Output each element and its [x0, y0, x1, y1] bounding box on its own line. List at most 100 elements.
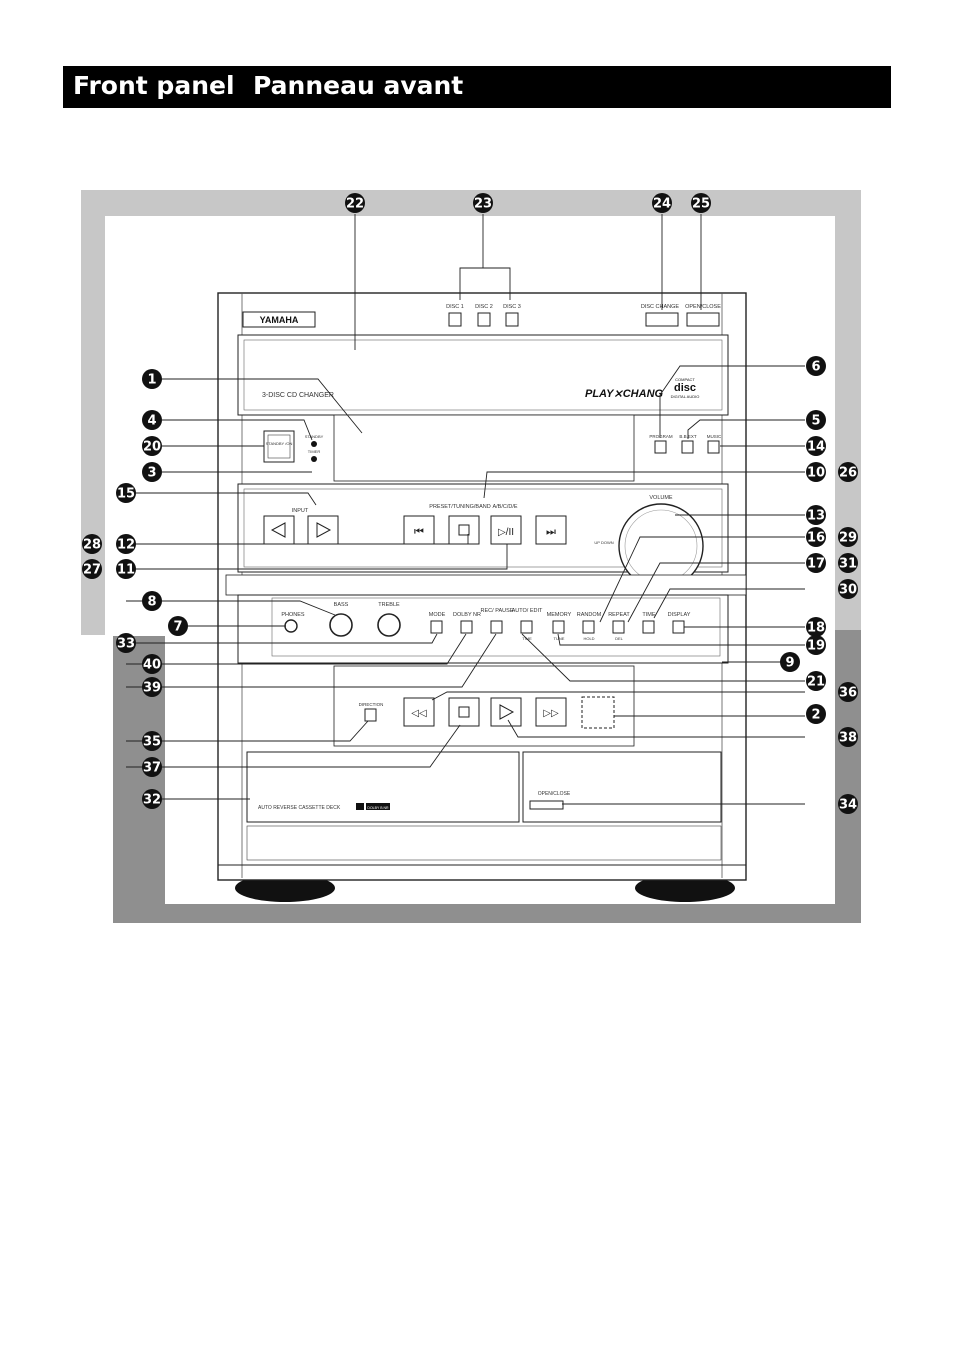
bass-knob[interactable]	[329, 613, 353, 637]
playxchange-logo: PLAY⨯CHANG	[585, 388, 664, 400]
callout-16: 16	[806, 527, 826, 547]
random-label: RANDOM	[577, 612, 602, 618]
callout-29: 29	[838, 527, 858, 547]
time-button[interactable]	[642, 620, 655, 634]
display-button[interactable]	[672, 620, 685, 634]
svg-text:23: 23	[474, 197, 492, 212]
volume-label: VOLUME	[649, 495, 673, 501]
cassette-play-button[interactable]	[490, 697, 522, 727]
hold-sub-label: HOLD	[583, 636, 594, 641]
input-right-button[interactable]	[307, 515, 339, 545]
callout-26: 26	[838, 462, 858, 482]
standby-on-label: STANDBY /ON	[266, 441, 293, 446]
callout-35: 35	[142, 731, 162, 751]
music-label: MUSIC	[707, 434, 722, 439]
play-pause-button[interactable]	[490, 515, 522, 545]
svg-text:9: 9	[785, 656, 794, 671]
program-button[interactable]	[654, 440, 667, 454]
svg-text:2: 2	[811, 708, 820, 723]
stop-icon	[458, 524, 470, 536]
direction-button[interactable]	[364, 708, 377, 722]
svg-text:6: 6	[811, 360, 820, 375]
cassette-stop-button[interactable]	[448, 697, 480, 727]
svg-text:21: 21	[807, 675, 825, 690]
callout-30: 30	[838, 579, 858, 599]
callout-28: 28	[82, 534, 102, 554]
svg-text:37: 37	[143, 761, 161, 776]
stop-button[interactable]	[448, 515, 480, 545]
timer-label: TIMER	[308, 449, 321, 454]
play-pause-icon: ▷/II	[498, 527, 514, 538]
disc-1-label: DISC 1	[446, 304, 464, 310]
svg-text:33: 33	[117, 637, 135, 652]
callout-34: 34	[838, 794, 858, 814]
callout-15: 15	[116, 483, 136, 503]
open-close-button[interactable]	[686, 312, 720, 327]
mode-label: MODE	[429, 612, 446, 618]
callout-18: 18	[806, 617, 826, 637]
callout-1: 1	[142, 369, 162, 389]
callout-6: 6	[806, 356, 826, 376]
auto-edit-label: AUTO/ EDIT	[512, 608, 543, 614]
callout-24: 24	[652, 193, 672, 213]
callout-12: 12	[116, 534, 136, 554]
callout-4: 4	[142, 410, 162, 430]
input-label: INPUT	[292, 508, 309, 514]
svg-text:36: 36	[839, 686, 857, 701]
abcde-label: A/B/C/D/E	[492, 504, 517, 510]
title-french: Panneau avant	[253, 71, 464, 100]
preset-tuning-band-label: PRESET/TUNING/BAND	[429, 504, 490, 510]
mode-button[interactable]	[430, 620, 443, 634]
disc-2-label: DISC 2	[475, 304, 493, 310]
treble-knob[interactable]	[377, 613, 401, 637]
disc-change-button[interactable]	[645, 312, 679, 327]
callout-5: 5	[806, 410, 826, 430]
callout-9: 9	[780, 652, 800, 672]
callout-39: 39	[142, 677, 162, 697]
input-left-button[interactable]	[263, 515, 295, 545]
phones-jack[interactable]	[284, 619, 298, 633]
standby-indicator	[311, 441, 317, 447]
skip-forward-button[interactable]	[535, 515, 567, 545]
rec-pause-button[interactable]	[490, 620, 503, 634]
svg-text:disc: disc	[674, 382, 696, 394]
random-button[interactable]	[582, 620, 595, 634]
auto-edit-button[interactable]	[520, 620, 533, 634]
phones-label: PHONES	[281, 612, 305, 618]
svg-text:34: 34	[839, 798, 857, 813]
rewind-button[interactable]	[403, 697, 435, 727]
disc-2-button[interactable]	[477, 312, 491, 327]
svg-text:19: 19	[807, 639, 825, 654]
standby-label: STANDBY	[305, 434, 324, 439]
cd-changer-label: 3-DISC CD CHANGER	[262, 392, 334, 399]
svg-text:17: 17	[807, 557, 825, 572]
cassette-open-close-button[interactable]	[529, 800, 564, 810]
svg-text:14: 14	[807, 440, 825, 455]
dolby-nr-button[interactable]	[460, 620, 473, 634]
del-sub-label: DEL	[615, 636, 624, 641]
skip-forward-icon: ⏭	[546, 526, 556, 538]
right-foot	[635, 874, 735, 902]
svg-text:26: 26	[839, 466, 857, 481]
callout-33: 33	[116, 633, 136, 653]
left-foot	[235, 874, 335, 902]
svg-text:28: 28	[83, 538, 101, 553]
bbext-button[interactable]	[681, 440, 694, 454]
svg-text:32: 32	[143, 793, 161, 808]
music-button[interactable]	[707, 440, 720, 454]
timer-indicator	[311, 456, 317, 462]
callout-38: 38	[838, 727, 858, 747]
disc-3-button[interactable]	[505, 312, 519, 327]
memory-button[interactable]	[552, 620, 565, 634]
svg-text:10: 10	[807, 466, 825, 481]
fast-forward-button[interactable]	[535, 697, 567, 727]
callout-37: 37	[142, 757, 162, 777]
callout-13: 13	[806, 505, 826, 525]
disc-1-button[interactable]	[448, 312, 462, 327]
display-window	[333, 414, 635, 482]
repeat-button[interactable]	[612, 620, 625, 634]
repeat-label: REPEAT	[608, 612, 630, 618]
volume-up-down-label: UP DOWN	[594, 540, 613, 545]
cassette-transport-panel	[333, 665, 635, 747]
